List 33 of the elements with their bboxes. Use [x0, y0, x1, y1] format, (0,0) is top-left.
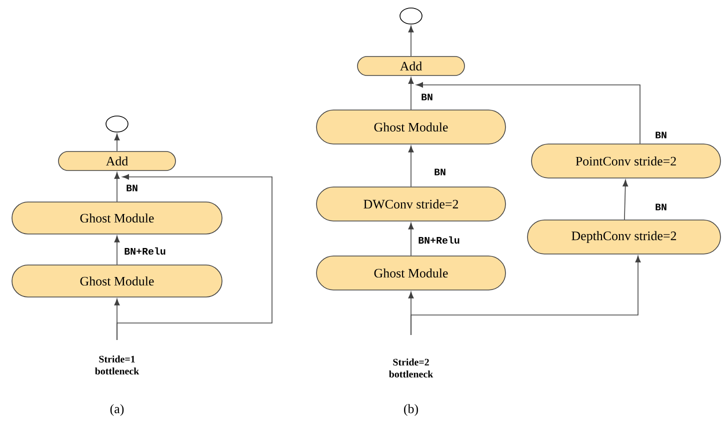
- arrow: [622, 180, 628, 220]
- edge-label: BN: [654, 130, 668, 140]
- rounded-box: DepthConv stride=2: [527, 220, 721, 254]
- output-circle: [106, 116, 128, 132]
- rounded-box: Ghost Module: [12, 264, 222, 298]
- arrow: [408, 146, 414, 187]
- arrow: [114, 134, 120, 152]
- rounded-box: Ghost Module: [316, 110, 506, 144]
- arrow: [114, 172, 120, 202]
- arrow: [408, 26, 414, 56]
- edge-label: BN+Relu: [417, 235, 461, 245]
- arrow: [114, 236, 120, 265]
- caption-text: Stride=1 bottleneck: [95, 356, 140, 374]
- rounded-box: Add: [357, 56, 465, 76]
- rounded-box: Ghost Module: [316, 256, 506, 290]
- panel-label: (b): [404, 404, 418, 416]
- arrow: [116, 174, 272, 340]
- rounded-box: PointConv stride=2: [531, 144, 721, 178]
- edge-label: BN+Relu: [123, 246, 167, 256]
- arrow: [408, 77, 414, 110]
- rounded-box: Ghost Module: [12, 202, 222, 234]
- panel-label: (a): [110, 404, 124, 416]
- edge-label: BN: [420, 92, 434, 102]
- arrow: [408, 222, 414, 256]
- arrow: [416, 82, 640, 144]
- output-circle: [400, 8, 422, 24]
- edge-label: BN: [654, 202, 668, 212]
- rounded-box: Add: [58, 151, 176, 171]
- caption-text: Stride=2 bottleneck: [389, 358, 434, 378]
- edge-label: BN: [125, 184, 139, 192]
- rounded-box: DWConv stride=2: [316, 186, 506, 222]
- edge-label: BN: [433, 168, 447, 176]
- arrow: [410, 256, 641, 336]
